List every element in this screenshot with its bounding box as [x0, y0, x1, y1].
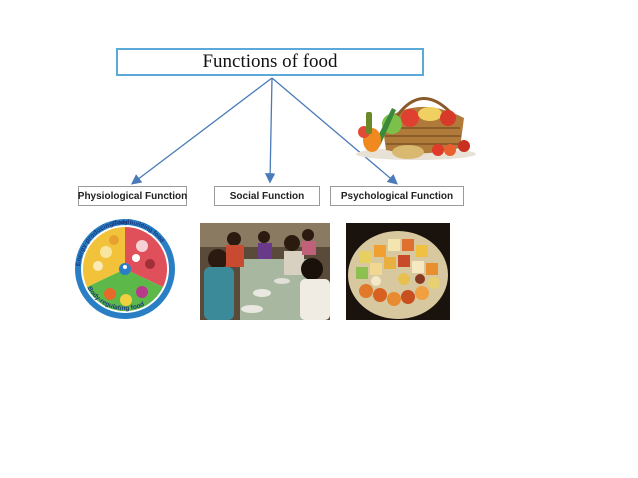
arrow-psychological: [271, 77, 398, 185]
food-plate-icon: Energy-producing food Body building food…: [66, 210, 184, 328]
arrow-physiological: [130, 77, 273, 185]
arrow-social: [264, 77, 276, 184]
sweets-platter-photo: [346, 223, 450, 320]
group-dining-photo: [200, 223, 330, 320]
social-function-label: Social Function: [229, 190, 305, 202]
psychological-function-box: Psychological Function: [330, 186, 464, 206]
physiological-function-box: Physiological Function: [78, 186, 187, 206]
vegetable-basket-icon: [352, 84, 482, 162]
physiological-function-label: Physiological Function: [77, 190, 188, 202]
psychological-function-label: Psychological Function: [340, 190, 454, 202]
diagram-title: Functions of food: [116, 48, 424, 76]
social-function-box: Social Function: [214, 186, 320, 206]
